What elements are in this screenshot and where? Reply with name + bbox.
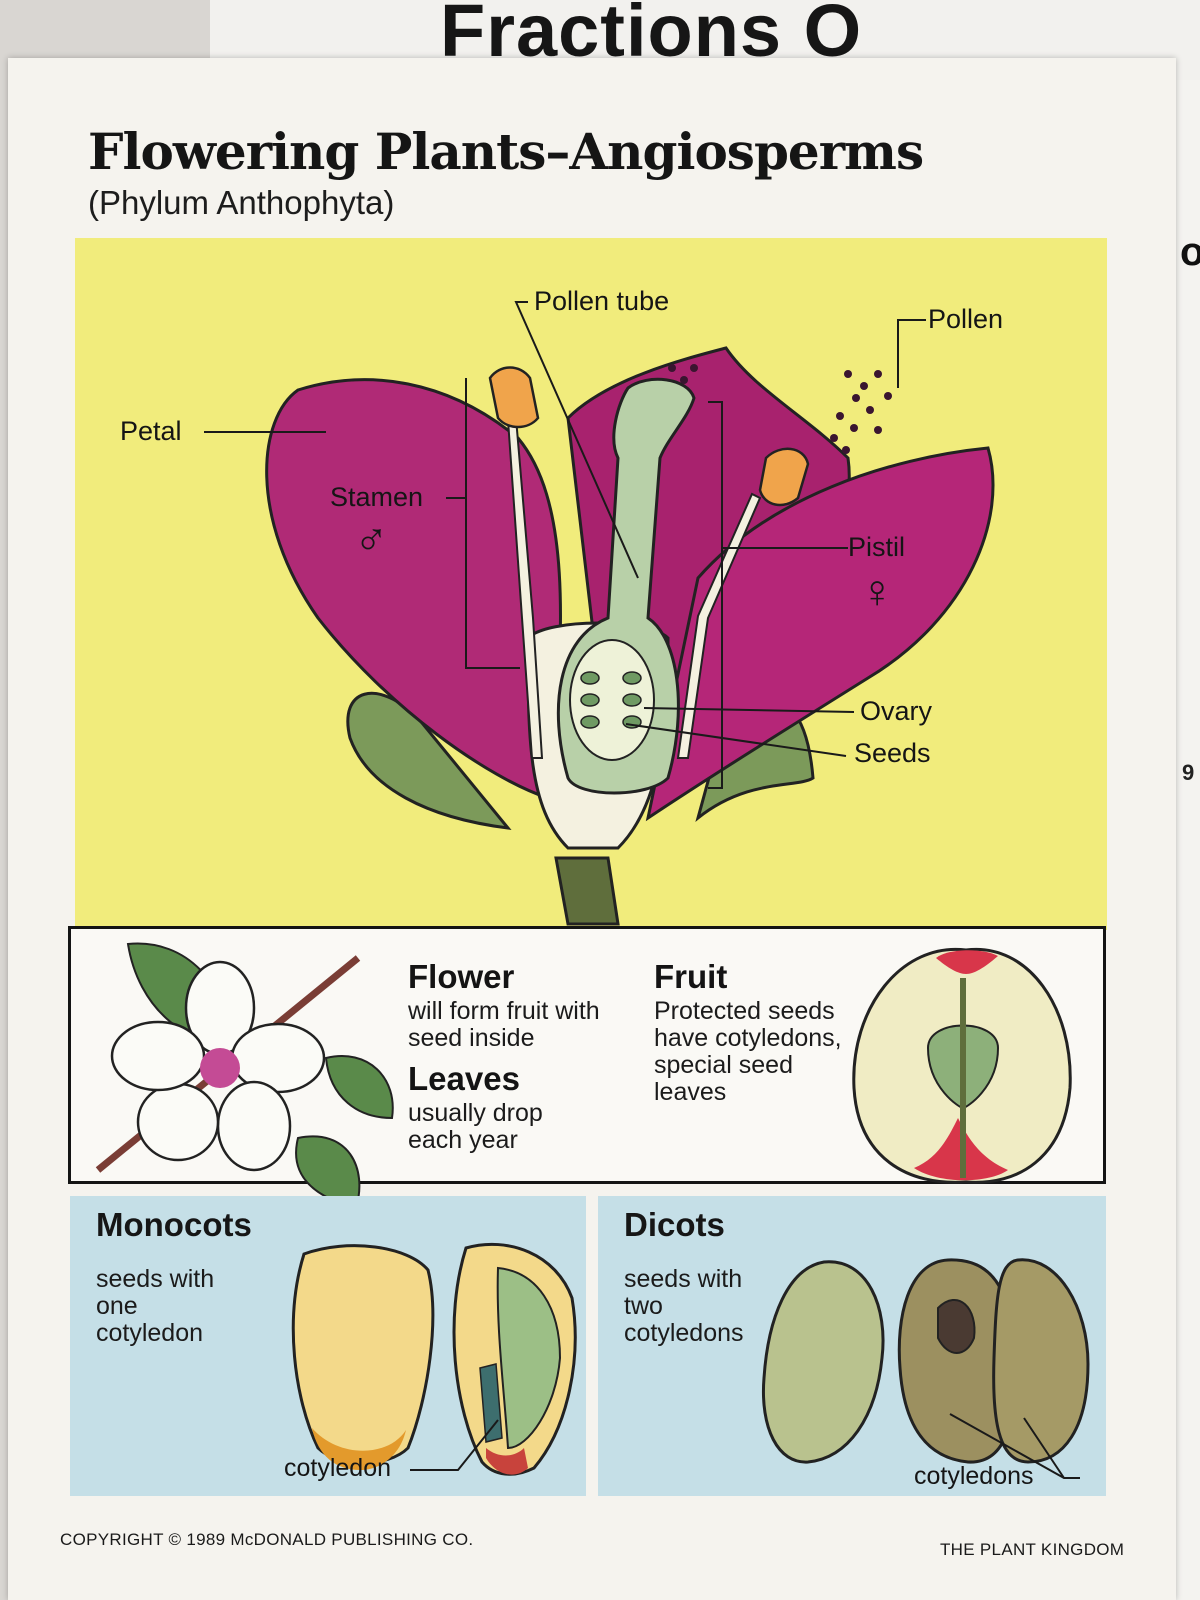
female-symbol-icon: ♀ — [860, 565, 895, 617]
label-pollen: Pollen — [928, 304, 1004, 334]
seed-leader-lines — [410, 1413, 1080, 1479]
poster: Flowering Plants–Angiosperms (Phylum Ant… — [8, 58, 1176, 1600]
background-right-poster: o 9 — [1176, 80, 1200, 1600]
leaves-heading: Leaves — [408, 1060, 520, 1097]
poster-subtitle: (Phylum Anthophyta) — [88, 184, 395, 221]
flower-stem — [554, 856, 620, 926]
corn-kernel-tip — [312, 1428, 406, 1470]
stamen-filament-right — [676, 492, 762, 759]
ovules — [580, 671, 642, 729]
label-petal: Petal — [120, 416, 182, 446]
corn-kernel-whole — [291, 1244, 435, 1465]
anther-right — [758, 447, 810, 507]
series-title: THE PLANT KINGDOM — [940, 1540, 1125, 1559]
background-right-fragment: o — [1180, 230, 1200, 274]
info-illustrations — [95, 942, 1072, 1210]
bean-whole — [761, 1260, 885, 1464]
dicots-text: seeds with two cotyledons — [624, 1265, 744, 1347]
background-right-fragment-2: 9 — [1182, 760, 1195, 785]
pollen-grains — [668, 364, 892, 454]
leader-lines — [204, 301, 926, 789]
blossom-leaf-3 — [324, 1055, 394, 1120]
ovary-chamber — [569, 639, 655, 761]
bean-embryo-leaf — [937, 1298, 976, 1354]
corn-cotyledon — [496, 1266, 562, 1450]
label-cotyledon: cotyledon — [284, 1454, 392, 1482]
label-stamen: Stamen — [330, 482, 424, 512]
anther-left — [488, 366, 540, 429]
monocots-heading: Monocots — [96, 1206, 252, 1243]
corn-section-tip — [486, 1448, 528, 1475]
label-cotyledons: cotyledons — [914, 1462, 1034, 1490]
petal-right — [645, 446, 995, 822]
flower-heading: Flower — [408, 958, 515, 995]
flower-diagram-illustration — [204, 301, 995, 926]
sepal-left — [346, 691, 512, 830]
leaves-text: usually drop each year — [408, 1099, 543, 1154]
flower-text: will form fruit with seed inside — [408, 997, 600, 1052]
dicots-heading: Dicots — [624, 1206, 725, 1243]
monocots-text: seeds with one cotyledon — [96, 1265, 215, 1347]
label-seeds: Seeds — [854, 738, 931, 768]
label-ovary: Ovary — [860, 696, 933, 726]
seed-illustrations — [291, 1242, 1090, 1479]
label-pistil: Pistil — [848, 532, 906, 562]
male-symbol-icon: ♂ — [354, 513, 389, 565]
copyright-text: COPYRIGHT © 1989 McDONALD PUBLISHING CO. — [60, 1530, 474, 1549]
fruit-heading: Fruit — [654, 958, 728, 995]
fruit-text: Protected seeds have cotyledons, special… — [654, 997, 842, 1106]
label-pollen-tube: Pollen tube — [534, 286, 670, 316]
bean-cotyledon-right — [992, 1258, 1090, 1464]
blossom-center — [200, 1048, 240, 1088]
poster-title: Flowering Plants–Angiosperms — [88, 122, 924, 181]
apple-red-top — [936, 950, 998, 974]
